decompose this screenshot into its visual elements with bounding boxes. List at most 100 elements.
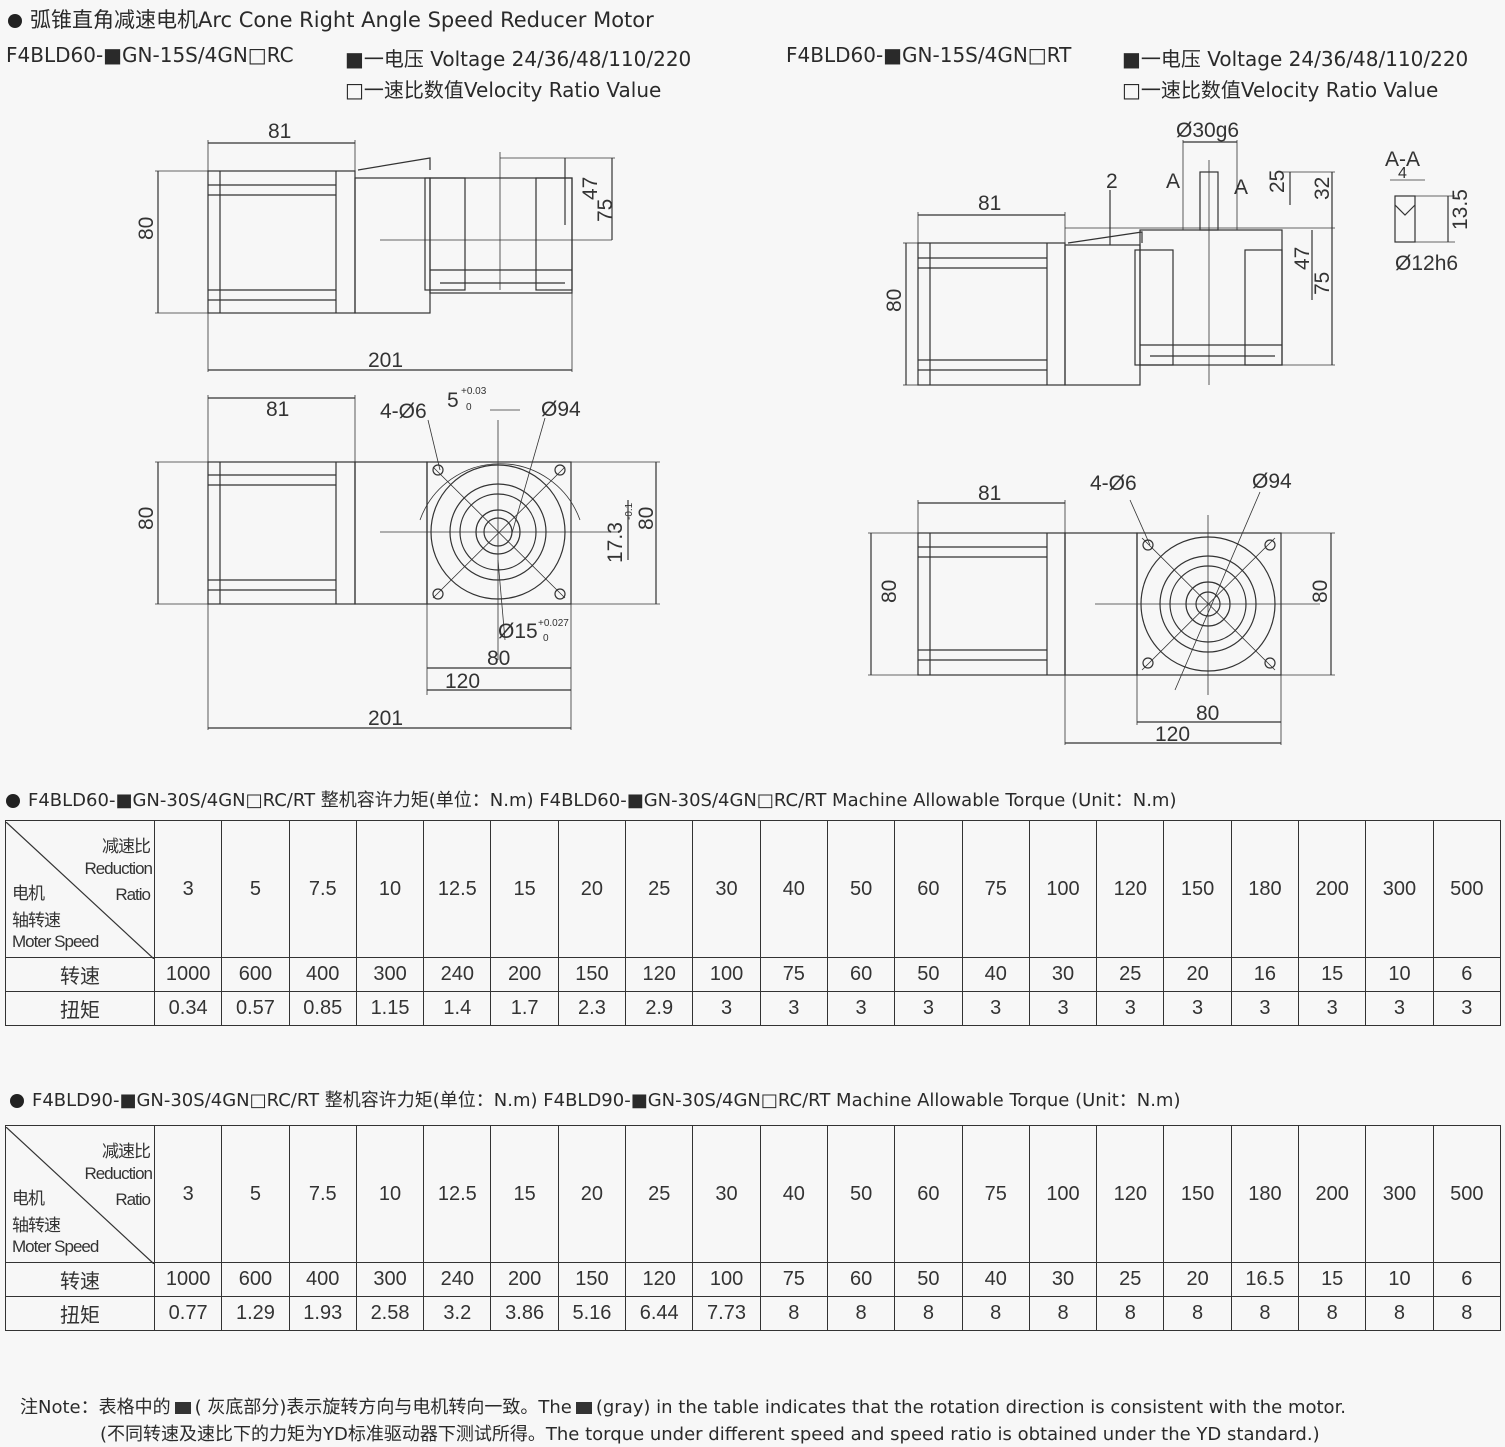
torque-cell: 3.2 [423,1296,492,1331]
speed-cell: 15 [1298,1262,1367,1297]
ratio-header-cell: 7.5 [288,820,357,958]
dim-80: 80 [135,507,158,530]
ratio-header-cell: 5 [221,1125,290,1263]
torque-row-label: 扭矩 [5,1296,155,1331]
table1-title-text: F4BLD60-■GN-30S/4GN□RC/RT 整机容许力矩(单位：N.m)… [28,790,1177,811]
dim-shaft-tol2: 0 [543,633,549,644]
torque-cell: 1.15 [355,991,425,1026]
torque-cell: 0.77 [153,1296,223,1331]
dim-81: 81 [266,398,289,421]
torque-table-60: 减速比 Reduction Ratio 电机 轴转速 Moter Speed 3… [5,820,1502,1026]
dim-key: 5 [447,389,459,412]
dim-holes: 4-Ø6 [380,400,427,423]
ratio-header-cell: 200 [1298,820,1367,958]
ratio-header-cell: 10 [355,1125,425,1263]
note-middle: ( 灰底部分)表示旋转方向与电机转向一致。The [194,1397,572,1418]
ratio-header-cell: 20 [557,820,627,958]
speed-cell: 20 [1163,1262,1232,1297]
right-ratio-label: □一速比数值Velocity Ratio Value [1122,78,1439,102]
ratio-header-cell: 300 [1365,820,1434,958]
technical-drawing: 81 80 47 75 201 [135,119,1472,746]
torque-cell: 5.16 [557,1296,627,1331]
dim-81: 81 [978,192,1001,215]
bullet-icon [10,1094,24,1108]
dim-75: 75 [1311,272,1334,295]
speed-cell: 10 [1365,1262,1434,1297]
right-model-label: F4BLD60-■GN-15S/4GN□RT [786,43,1072,67]
ratio-header-cell: 3 [153,1125,223,1263]
torque-cell: 0.57 [221,991,290,1026]
corner-ratio-en2: Ratio [115,885,151,904]
torque-cell: 1.7 [490,991,559,1026]
ratio-header-cell: 60 [894,1125,963,1263]
torque-cell: 8 [826,1296,896,1331]
dim-80: 80 [1309,580,1332,603]
dim-120: 120 [1155,723,1190,746]
ratio-header-cell: 12.5 [423,1125,492,1263]
speed-cell: 100 [692,1262,761,1297]
ratio-header-cell: 40 [759,820,828,958]
dim-13-5: 13.5 [1449,189,1472,230]
torque-cell: 2.3 [557,991,627,1026]
torque-cell: 3 [961,991,1030,1026]
torque-cell: 1.29 [221,1296,290,1331]
dim-80: 80 [135,217,158,240]
ratio-header-cell: 3 [153,820,223,958]
title-text: 弧锥直角减速电机Arc Cone Right Angle Speed Reduc… [30,8,654,32]
dim-47: 47 [579,177,602,200]
ratio-header-cell: 500 [1432,1125,1502,1263]
dim-81: 81 [268,120,291,143]
speed-row-label: 转速 [5,957,155,992]
speed-cell: 300 [355,957,425,992]
dim-81: 81 [978,482,1001,505]
dim-201: 201 [368,349,403,372]
ratio-header-cell: 150 [1163,820,1232,958]
dim-2: 2 [1106,170,1118,193]
left-side-view: 81 80 47 75 201 [135,120,617,372]
torque-cell: 2.58 [355,1296,425,1331]
speed-cell: 600 [221,957,290,992]
ratio-header-cell: 180 [1230,820,1300,958]
dim-17-tol: -0.1 [624,502,635,520]
speed-cell: 16.5 [1230,1262,1300,1297]
ratio-header-cell: 180 [1230,1125,1300,1263]
bullet-icon [8,14,22,28]
speed-cell: 60 [826,1262,896,1297]
torque-cell: 0.85 [288,991,357,1026]
dim-12: Ø12h6 [1395,252,1458,275]
corner-ratio-cn: 减速比 [102,837,151,856]
speed-cell: 240 [423,1262,492,1297]
speed-cell: 60 [826,957,896,992]
bullet-icon [6,794,20,808]
torque-cell: 3 [1298,991,1367,1026]
torque-cell: 7.73 [692,1296,761,1331]
left-ratio-label: □一速比数值Velocity Ratio Value [345,78,662,102]
ratio-header-cell: 30 [692,820,761,958]
ratio-header-cell: 7.5 [288,1125,357,1263]
dim-key-tol: +0.03 [461,386,487,397]
torque-cell: 3 [1028,991,1098,1026]
table1-title: F4BLD60-■GN-30S/4GN□RC/RT 整机容许力矩(单位：N.m)… [6,786,1177,812]
table2-title: F4BLD90-■GN-30S/4GN□RC/RT 整机容许力矩(单位：N.m)… [10,1086,1181,1112]
ratio-header-cell: 75 [961,820,1030,958]
torque-cell: 8 [894,1296,963,1331]
dim-diameter-94: Ø94 [1252,470,1292,493]
speed-cell: 120 [625,1262,694,1297]
speed-cell: 6 [1432,957,1502,992]
torque-cell: 8 [1096,1296,1165,1331]
ratio-header-cell: 40 [759,1125,828,1263]
dim-25: 25 [1266,170,1289,193]
page-title: 弧锥直角减速电机Arc Cone Right Angle Speed Reduc… [8,4,654,34]
speed-cell: 40 [961,1262,1030,1297]
section-mark-a: A [1166,170,1180,193]
torque-cell: 1.93 [288,1296,357,1331]
dim-holes: 4-Ø6 [1090,472,1137,495]
speed-cell: 20 [1163,957,1232,992]
speed-cell: 15 [1298,957,1367,992]
diagonal-divider [6,822,154,959]
speed-cell: 75 [759,957,828,992]
note-suffix: (gray) in the table indicates that the r… [595,1397,1347,1418]
ratio-header-cell: 60 [894,820,963,958]
speed-cell: 200 [490,957,559,992]
table-corner-header: 减速比 Reduction Ratio 电机 轴转速 Moter Speed [5,820,155,959]
